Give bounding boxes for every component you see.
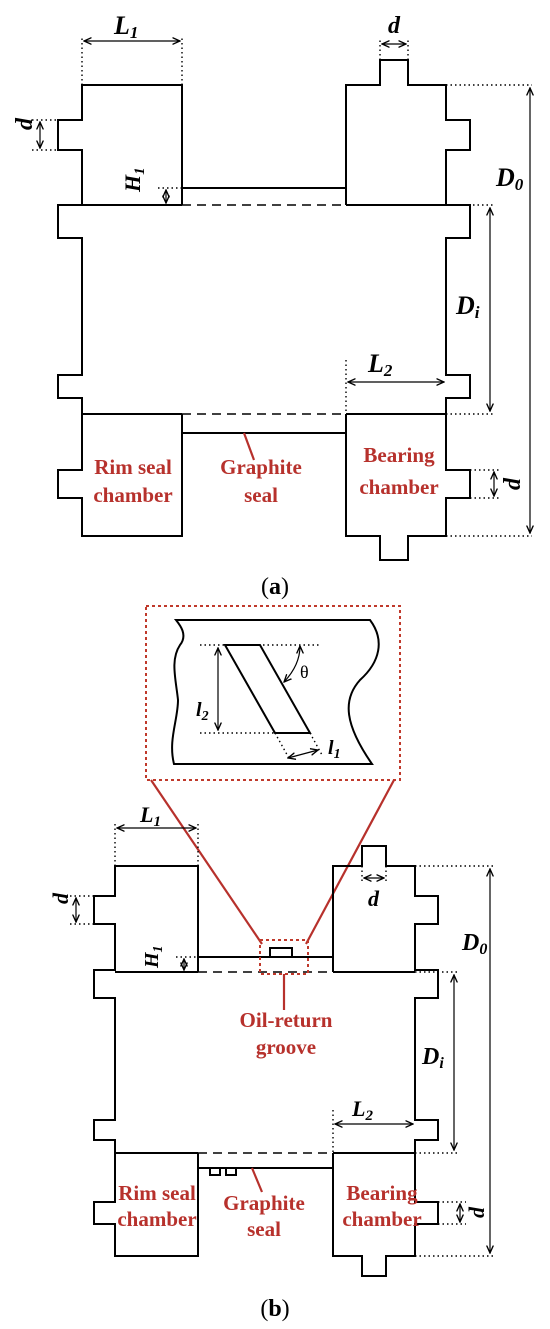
b-L1-label: L1 [139, 802, 161, 830]
caption-a: (a) [261, 574, 289, 600]
b-inset-shape [171, 619, 380, 765]
b-H1-label: H1 [141, 945, 166, 969]
b-rim-seal-label-1: Rim seal [118, 1181, 196, 1205]
b-l1-label: l1 [328, 737, 341, 762]
a-graphite-label-1: Graphite [220, 455, 302, 479]
b-inset-box [145, 605, 401, 781]
b-bearing-label-1: Bearing [346, 1181, 418, 1205]
b-L2-label: L2 [351, 1096, 373, 1124]
a-L1-label: L1 [113, 11, 138, 42]
a-graphite-leader [242, 432, 256, 461]
b-Di-label: Di [421, 1044, 444, 1072]
a-rim-seal-label-2: chamber [93, 483, 172, 507]
b-d-top-label: d [368, 886, 380, 911]
b-graphite-label-2: seal [247, 1217, 281, 1241]
a-bearing-label-2: chamber [359, 475, 438, 499]
a-d-top-label: d [388, 13, 401, 39]
a-d-left-label: d [12, 117, 38, 130]
b-oil-label-2: groove [256, 1035, 316, 1059]
b-d-right-label: d [464, 1206, 489, 1218]
a-d-right-label: d [500, 477, 526, 490]
b-l2-label: l2 [196, 699, 209, 724]
b-groove-highlight [259, 939, 309, 975]
a-rim-seal-label-1: Rim seal [94, 455, 172, 479]
b-d-left-label: d [48, 892, 73, 904]
panel-b: l2 l1 θ L1 [48, 605, 494, 1322]
a-graphite-label-2: seal [244, 483, 278, 507]
caption-b: (b) [260, 1296, 289, 1322]
b-D0-label: D0 [461, 930, 487, 958]
b-oil-label-1: Oil-return [240, 1008, 333, 1032]
a-H1-label: H1 [120, 167, 148, 193]
b-graphite-label-1: Graphite [223, 1191, 305, 1215]
b-rim-seal-label-2: chamber [117, 1207, 196, 1231]
b-oil-groove [269, 947, 293, 957]
a-bearing-label-1: Bearing [363, 443, 435, 467]
b-theta-label: θ [300, 662, 309, 682]
panel-a: L1 d d H1 D0 Di L2 d [12, 11, 532, 600]
a-Di-label: Di [455, 291, 480, 322]
b-inset-groove [223, 644, 312, 734]
a-L2-label: L2 [367, 349, 393, 380]
b-bearing-label-2: chamber [342, 1207, 421, 1231]
b-graphite-leader [250, 1167, 264, 1193]
a-D0-label: D0 [495, 163, 524, 194]
